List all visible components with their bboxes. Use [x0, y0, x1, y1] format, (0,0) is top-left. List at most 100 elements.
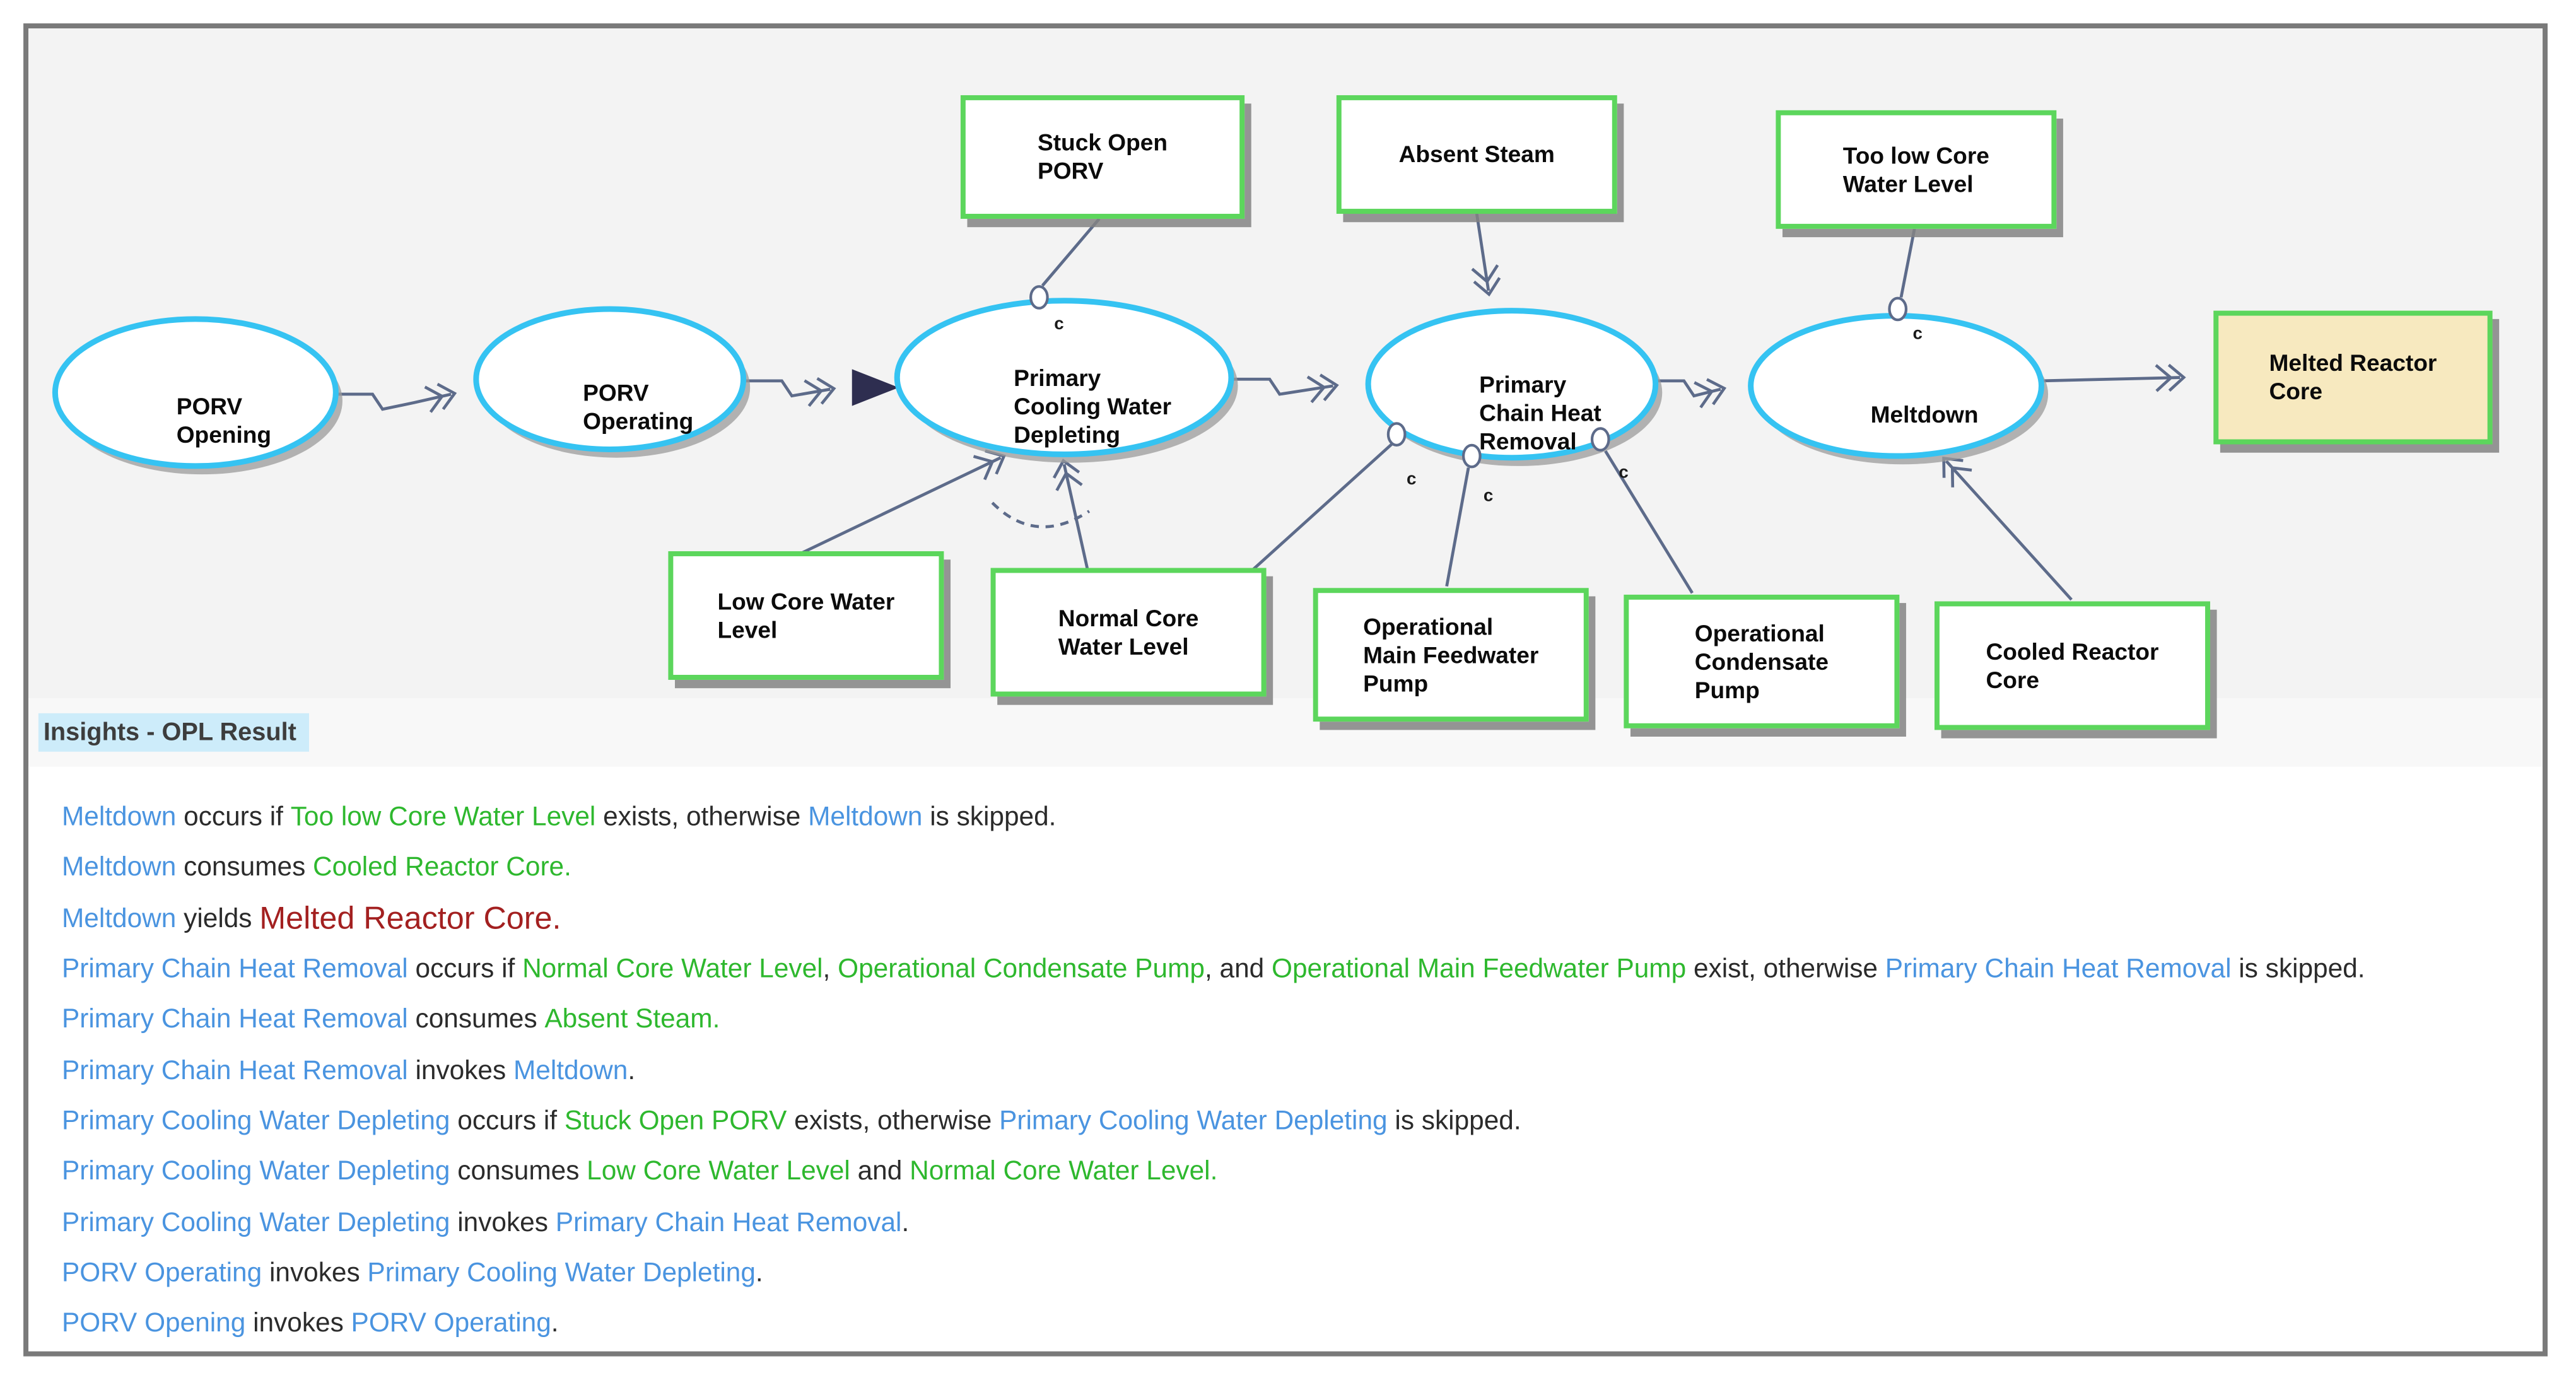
- opl-segment-process[interactable]: Primary Chain Heat Removal: [1885, 955, 2232, 985]
- opl-line: Meltdown occurs if Too low Core Water Le…: [62, 793, 2534, 844]
- opl-segment-object[interactable]: Normal Core Water Level.: [910, 1157, 1218, 1187]
- or-arc: [991, 501, 1091, 529]
- opl-segment-object[interactable]: Low Core Water Level: [587, 1157, 850, 1187]
- object-label: Operational Main Feedwater Pump: [1363, 612, 1539, 696]
- opm-diagram-graphics: c c c c c: [52, 213, 2186, 601]
- condition-link-condensate-pump[interactable]: [1604, 450, 1694, 594]
- diagram-canvas: [28, 28, 2543, 699]
- condition-circle[interactable]: [1888, 296, 1908, 322]
- condition-link-main-feedwater-pump[interactable]: [1445, 467, 1470, 587]
- object-operational-condensate-pump[interactable]: Operational Condensate Pump: [1624, 594, 1900, 728]
- opl-segment-process[interactable]: Meltdown: [61, 854, 177, 883]
- opl-segment-plain: occurs if: [450, 1107, 565, 1136]
- opl-segment-plain: .: [551, 1309, 559, 1338]
- invocation-link-depleting-to-heat-removal[interactable]: [1231, 373, 1339, 404]
- opl-segment-plain: invokes: [245, 1309, 351, 1338]
- object-absent-steam[interactable]: Absent Steam: [1336, 95, 1617, 214]
- condition-circle[interactable]: [1590, 427, 1610, 452]
- opl-segment-plain: ,: [823, 955, 838, 985]
- result-link-meltdown-to-melted-core[interactable]: [2041, 363, 2186, 392]
- opl-segment-plain: is skipped.: [1387, 1107, 1521, 1136]
- opl-segment-plain: invokes: [450, 1208, 556, 1237]
- opl-segment-process[interactable]: Meltdown: [513, 1056, 628, 1085]
- object-melted-reactor-core[interactable]: Melted Reactor Core: [2213, 310, 2493, 445]
- opl-segment-result[interactable]: Melted Reactor Core.: [259, 901, 561, 937]
- app-frame: Insights - OPL Result: [23, 23, 2548, 1357]
- process-porv-operating[interactable]: [473, 306, 747, 452]
- object-label: Stuck Open PORV: [1037, 128, 1168, 184]
- object-label: Cooled Reactor Core: [1986, 637, 2159, 693]
- process-porv-opening[interactable]: [52, 316, 339, 469]
- opl-segment-plain: invokes: [262, 1259, 368, 1288]
- condition-circle[interactable]: [1029, 285, 1049, 310]
- object-cooled-reactor-core[interactable]: Cooled Reactor Core: [1934, 601, 2210, 730]
- opl-segment-process[interactable]: Meltdown: [61, 904, 177, 933]
- consumption-link-cooled-reactor-core[interactable]: [1942, 457, 2073, 601]
- opl-segment-process[interactable]: Primary Cooling Water Depleting: [61, 1208, 450, 1237]
- opl-segment-process[interactable]: Primary Chain Heat Removal: [61, 1006, 408, 1035]
- opl-segment-plain: occurs if: [176, 804, 291, 833]
- invocation-link-porv-operating-to-depleting[interactable]: [743, 377, 836, 407]
- object-normal-core-water-level[interactable]: Normal Core Water Level: [990, 568, 1267, 697]
- opl-segment-process[interactable]: Meltdown: [61, 804, 177, 833]
- consumption-link-low-core-water[interactable]: [801, 449, 1006, 554]
- opl-line: Primary Cooling Water Depleting occurs i…: [62, 1097, 2534, 1147]
- opl-segment-object[interactable]: Stuck Open PORV: [564, 1107, 787, 1136]
- opl-segment-plain: .: [628, 1056, 636, 1085]
- opl-segment-process[interactable]: PORV Opening: [61, 1309, 246, 1338]
- condition-c-label: c: [1913, 324, 1923, 343]
- opl-line: Primary Chain Heat Removal consumes Abse…: [62, 996, 2534, 1046]
- object-low-core-water-level[interactable]: Low Core Water Level: [668, 551, 944, 680]
- opl-segment-object[interactable]: Cooled Reactor Core.: [313, 854, 571, 883]
- opl-segment-plain: exists, otherwise: [595, 804, 809, 833]
- opl-segment-process[interactable]: Primary Cooling Water Depleting: [999, 1107, 1388, 1136]
- opl-segment-process[interactable]: Primary Cooling Water Depleting: [367, 1259, 756, 1288]
- opl-segment-process[interactable]: Primary Cooling Water Depleting: [61, 1107, 450, 1136]
- condition-link-too-low-core-water[interactable]: [1899, 228, 1916, 298]
- process-meltdown[interactable]: [1748, 313, 2044, 459]
- object-label: Too low Core Water Level: [1842, 141, 1989, 197]
- opl-segment-process[interactable]: PORV Operating: [61, 1259, 262, 1288]
- opl-line: PORV Opening invokes PORV Operating.: [62, 1299, 2534, 1350]
- condition-link-stuck-open-porv[interactable]: [1041, 218, 1101, 287]
- opl-segment-plain: consumes: [176, 854, 313, 883]
- opl-segment-process[interactable]: Primary Chain Heat Removal: [61, 955, 408, 985]
- opl-line: PORV Operating invokes Primary Cooling W…: [62, 1249, 2534, 1299]
- opl-segment-plain: consumes: [450, 1157, 587, 1187]
- condition-link-normal-core-to-heat-removal[interactable]: [1251, 443, 1393, 571]
- opl-segment-process[interactable]: PORV Operating: [351, 1309, 551, 1338]
- process-primary-chain-heat-removal[interactable]: [1365, 308, 1659, 461]
- opl-segment-plain: invokes: [407, 1056, 513, 1085]
- opl-segment-process[interactable]: Primary Chain Heat Removal: [555, 1208, 902, 1237]
- opl-segment-plain: occurs if: [407, 955, 523, 985]
- opl-line: Primary Cooling Water Depleting invokes …: [62, 1198, 2534, 1249]
- condition-circle[interactable]: [1461, 443, 1482, 469]
- opl-segment-plain: consumes: [407, 1006, 545, 1035]
- object-operational-main-feedwater-pump[interactable]: Operational Main Feedwater Pump: [1313, 588, 1589, 722]
- opl-segment-process[interactable]: Primary Cooling Water Depleting: [61, 1157, 450, 1187]
- opl-segment-plain: is skipped.: [2231, 955, 2365, 985]
- condition-c-label: c: [1054, 313, 1063, 333]
- condition-circle[interactable]: [1386, 422, 1407, 447]
- opl-segment-process[interactable]: Meltdown: [808, 804, 923, 833]
- opl-segment-object[interactable]: Normal Core Water Level: [522, 955, 823, 985]
- invocation-link-porv-opening-to-operating[interactable]: [336, 382, 457, 413]
- opl-segment-process[interactable]: Primary Chain Heat Removal: [61, 1056, 408, 1085]
- consumption-link-absent-steam[interactable]: [1471, 213, 1501, 297]
- invocation-arrowhead-solid: [852, 369, 899, 406]
- condition-c-label: c: [1619, 462, 1628, 481]
- opl-segment-object[interactable]: Operational Main Feedwater Pump: [1272, 955, 1687, 985]
- opl-segment-object[interactable]: Too low Core Water Level: [290, 804, 596, 833]
- object-label: Absent Steam: [1398, 140, 1555, 167]
- opl-line: Primary Cooling Water Depleting consumes…: [62, 1148, 2534, 1198]
- process-primary-cooling-water-depleting[interactable]: [894, 298, 1234, 457]
- consumption-link-normal-core-water[interactable]: [1052, 459, 1089, 570]
- opl-segment-object[interactable]: Operational Condensate Pump: [838, 955, 1205, 985]
- object-too-low-core-water-level[interactable]: Too low Core Water Level: [1776, 110, 2057, 229]
- process-shapes: [52, 298, 2049, 475]
- object-stuck-open-porv[interactable]: Stuck Open PORV: [960, 95, 1245, 219]
- opl-segment-plain: .: [755, 1259, 763, 1288]
- object-label: Operational Condensate Pump: [1694, 619, 1829, 703]
- invocation-link-heat-removal-to-meltdown[interactable]: [1655, 378, 1727, 409]
- opl-segment-object[interactable]: Absent Steam.: [544, 1006, 720, 1035]
